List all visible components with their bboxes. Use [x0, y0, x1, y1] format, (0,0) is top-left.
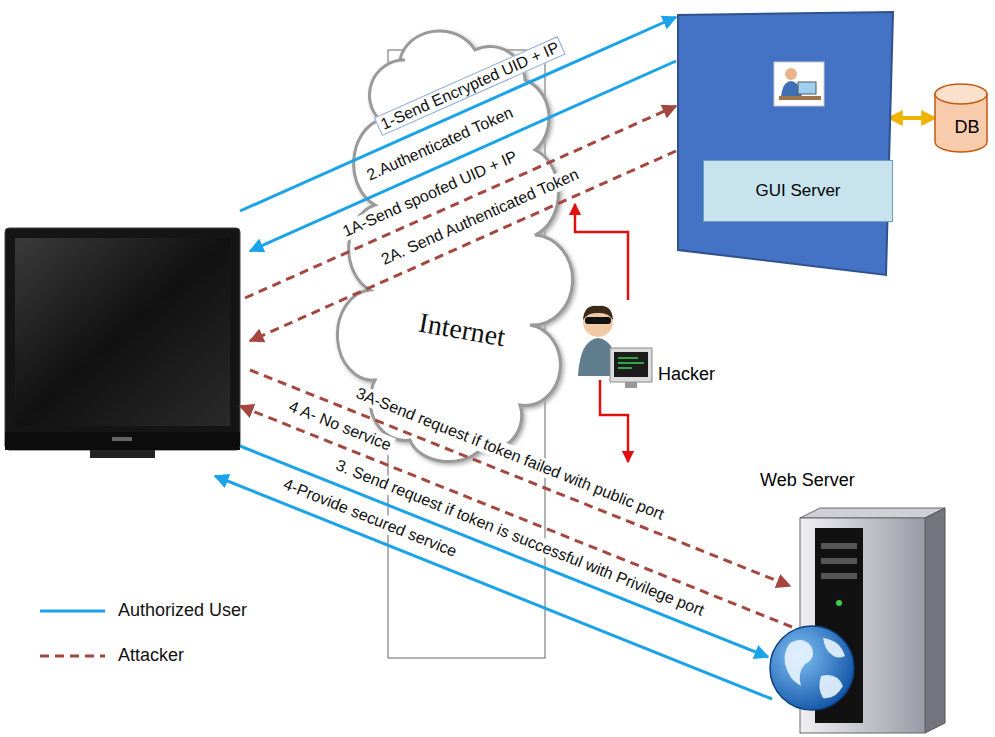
- attack-arrow: [240, 406, 792, 627]
- intercept-arrow: [575, 204, 628, 300]
- path-shape: [618, 358, 644, 368]
- legend-line: [40, 655, 105, 658]
- rect-shape: [5, 228, 240, 450]
- data-link-arrow: [890, 116, 934, 120]
- rect-shape: [779, 96, 821, 100]
- server-panel: GUI Server: [676, 10, 894, 278]
- server-panel-art: [676, 10, 894, 278]
- polygon-shape: [678, 12, 893, 275]
- rect-shape: [798, 82, 816, 94]
- hacker-figure-art: [568, 298, 656, 398]
- rect-shape: [112, 437, 132, 441]
- hacker-figure: Hacker: [568, 298, 723, 398]
- circle-shape: [836, 600, 842, 606]
- database-label: DB: [932, 112, 995, 142]
- legend-label: Authorized User: [118, 600, 247, 621]
- path-shape: [819, 675, 843, 698]
- path-shape: [823, 638, 845, 658]
- attack-arrow: [250, 370, 790, 586]
- web-server-figure-art: [745, 468, 955, 735]
- web-server-figure: Web Server: [745, 468, 955, 735]
- rect-shape: [614, 352, 648, 377]
- tv-terminal: [5, 228, 240, 458]
- rect-shape: [821, 543, 857, 549]
- intercept-arrow: [600, 380, 628, 462]
- rect-shape: [625, 382, 637, 388]
- hacker-label: Hacker: [658, 364, 715, 385]
- rect-shape: [585, 317, 611, 324]
- polygon-shape: [800, 508, 945, 518]
- server-label: GUI Server: [703, 160, 893, 222]
- web-server-label: Web Server: [760, 470, 855, 491]
- rect-shape: [610, 348, 652, 382]
- rect-shape: [90, 450, 155, 458]
- rect-shape: [774, 62, 824, 106]
- rect-shape: [5, 432, 240, 450]
- circle-shape: [770, 626, 854, 710]
- rect-shape: [15, 238, 230, 426]
- path-shape: [785, 640, 813, 686]
- polygon-shape: [925, 508, 945, 733]
- legend-line: [40, 610, 105, 613]
- rect-shape: [821, 573, 857, 579]
- step-label: 3. Send request if token is successful w…: [331, 455, 710, 621]
- circle-shape: [785, 68, 797, 80]
- rect-shape: [821, 558, 857, 564]
- legend-label: Attacker: [118, 645, 184, 666]
- ellipse-shape: [935, 84, 987, 104]
- flow-arrow: [240, 446, 768, 657]
- database-cylinder: DB: [932, 82, 990, 154]
- flow-arrow: [215, 476, 772, 699]
